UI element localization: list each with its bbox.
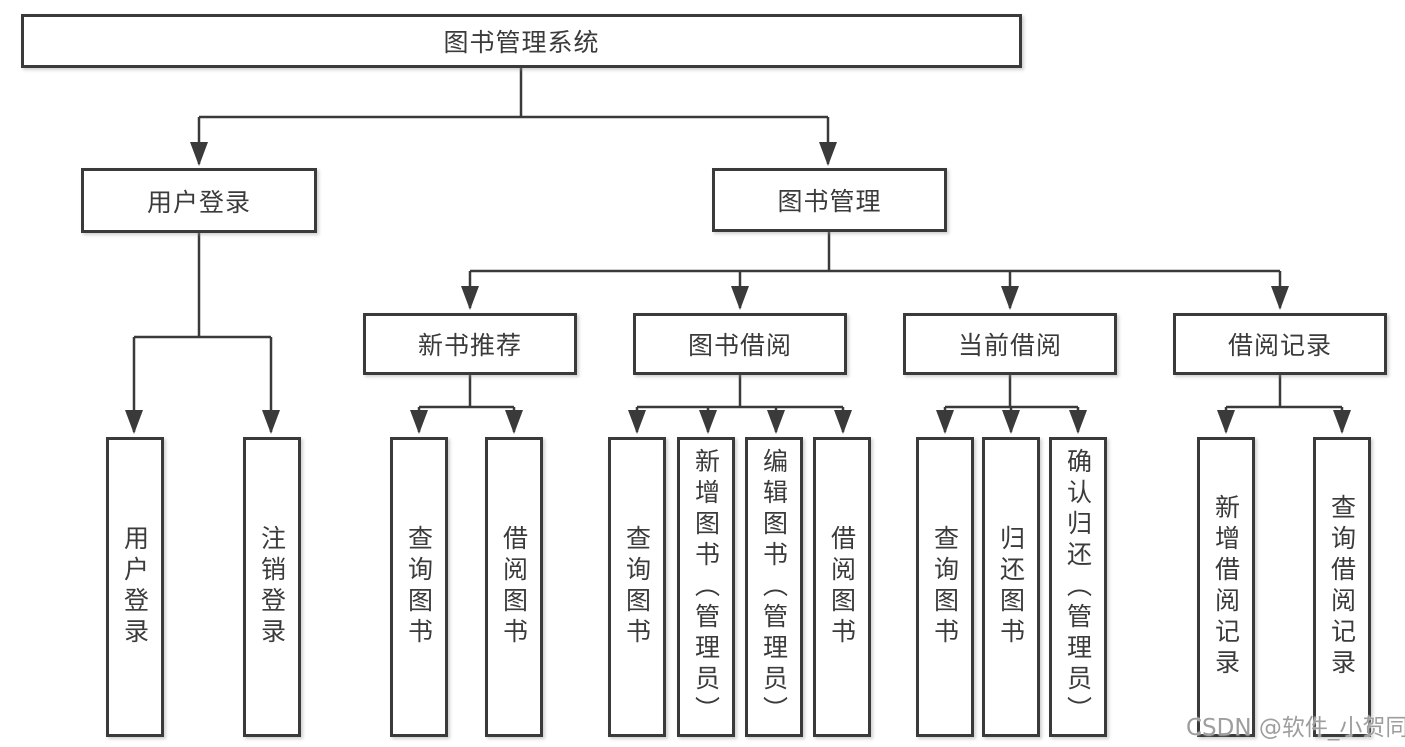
node-label: 确认归还（管理员） — [1063, 447, 1093, 727]
node-current-borrowing: 当前借阅 — [903, 313, 1117, 375]
leaf-query-books-current: 查询图书 — [916, 437, 974, 737]
node-label: 当前借阅 — [957, 331, 1062, 360]
node-label: 新增图书（管理员） — [691, 447, 721, 727]
leaf-edit-books-admin: 编辑图书（管理员） — [745, 437, 803, 737]
leaf-return-books: 归还图书 — [982, 437, 1040, 737]
node-label: 图书管理 — [777, 187, 882, 216]
node-label: 图书借阅 — [687, 331, 792, 360]
node-new-book-recommendation: 新书推荐 — [363, 313, 577, 375]
leaf-add-books-admin: 新增图书（管理员） — [677, 437, 735, 737]
leaf-query-books-borrowing: 查询图书 — [608, 437, 666, 737]
node-label: 查询图书 — [404, 525, 434, 649]
node-label: 用户登录 — [120, 525, 150, 649]
node-label: 新增借阅记录 — [1211, 494, 1241, 680]
node-label: 借阅图书 — [499, 525, 529, 649]
node-label: 用户登录 — [146, 187, 251, 217]
node-label: 图书管理系统 — [443, 28, 600, 57]
node-borrowing-records: 借阅记录 — [1173, 313, 1387, 375]
leaf-user-login: 用户登录 — [106, 437, 164, 737]
leaf-query-borrow-record: 查询借阅记录 — [1313, 437, 1371, 737]
leaf-query-books-recommend: 查询图书 — [390, 437, 448, 737]
node-book-borrowing: 图书借阅 — [633, 313, 847, 375]
node-label: 借阅记录 — [1227, 331, 1332, 360]
node-label: 查询借阅记录 — [1327, 494, 1357, 680]
node-label: 编辑图书（管理员） — [759, 447, 789, 727]
leaf-borrow-books-recommend: 借阅图书 — [485, 437, 543, 737]
leaf-confirm-return-admin: 确认归还（管理员） — [1049, 437, 1107, 737]
node-label: 新书推荐 — [417, 331, 522, 360]
leaf-logout: 注销登录 — [243, 437, 301, 737]
node-book-management-module: 图书管理 — [712, 168, 947, 232]
csdn-watermark: CSDN @软件_小贺同学 — [1186, 715, 1405, 741]
node-label: 注销登录 — [257, 525, 287, 649]
node-label: 查询图书 — [930, 525, 960, 649]
node-label: 查询图书 — [622, 525, 652, 649]
node-library-management-system: 图书管理系统 — [21, 14, 1022, 68]
node-label: 归还图书 — [996, 525, 1026, 649]
leaf-borrow-books: 借阅图书 — [813, 437, 871, 737]
leaf-add-borrow-record: 新增借阅记录 — [1197, 437, 1255, 737]
node-user-login-module: 用户登录 — [81, 168, 317, 233]
node-label: 借阅图书 — [827, 525, 857, 649]
